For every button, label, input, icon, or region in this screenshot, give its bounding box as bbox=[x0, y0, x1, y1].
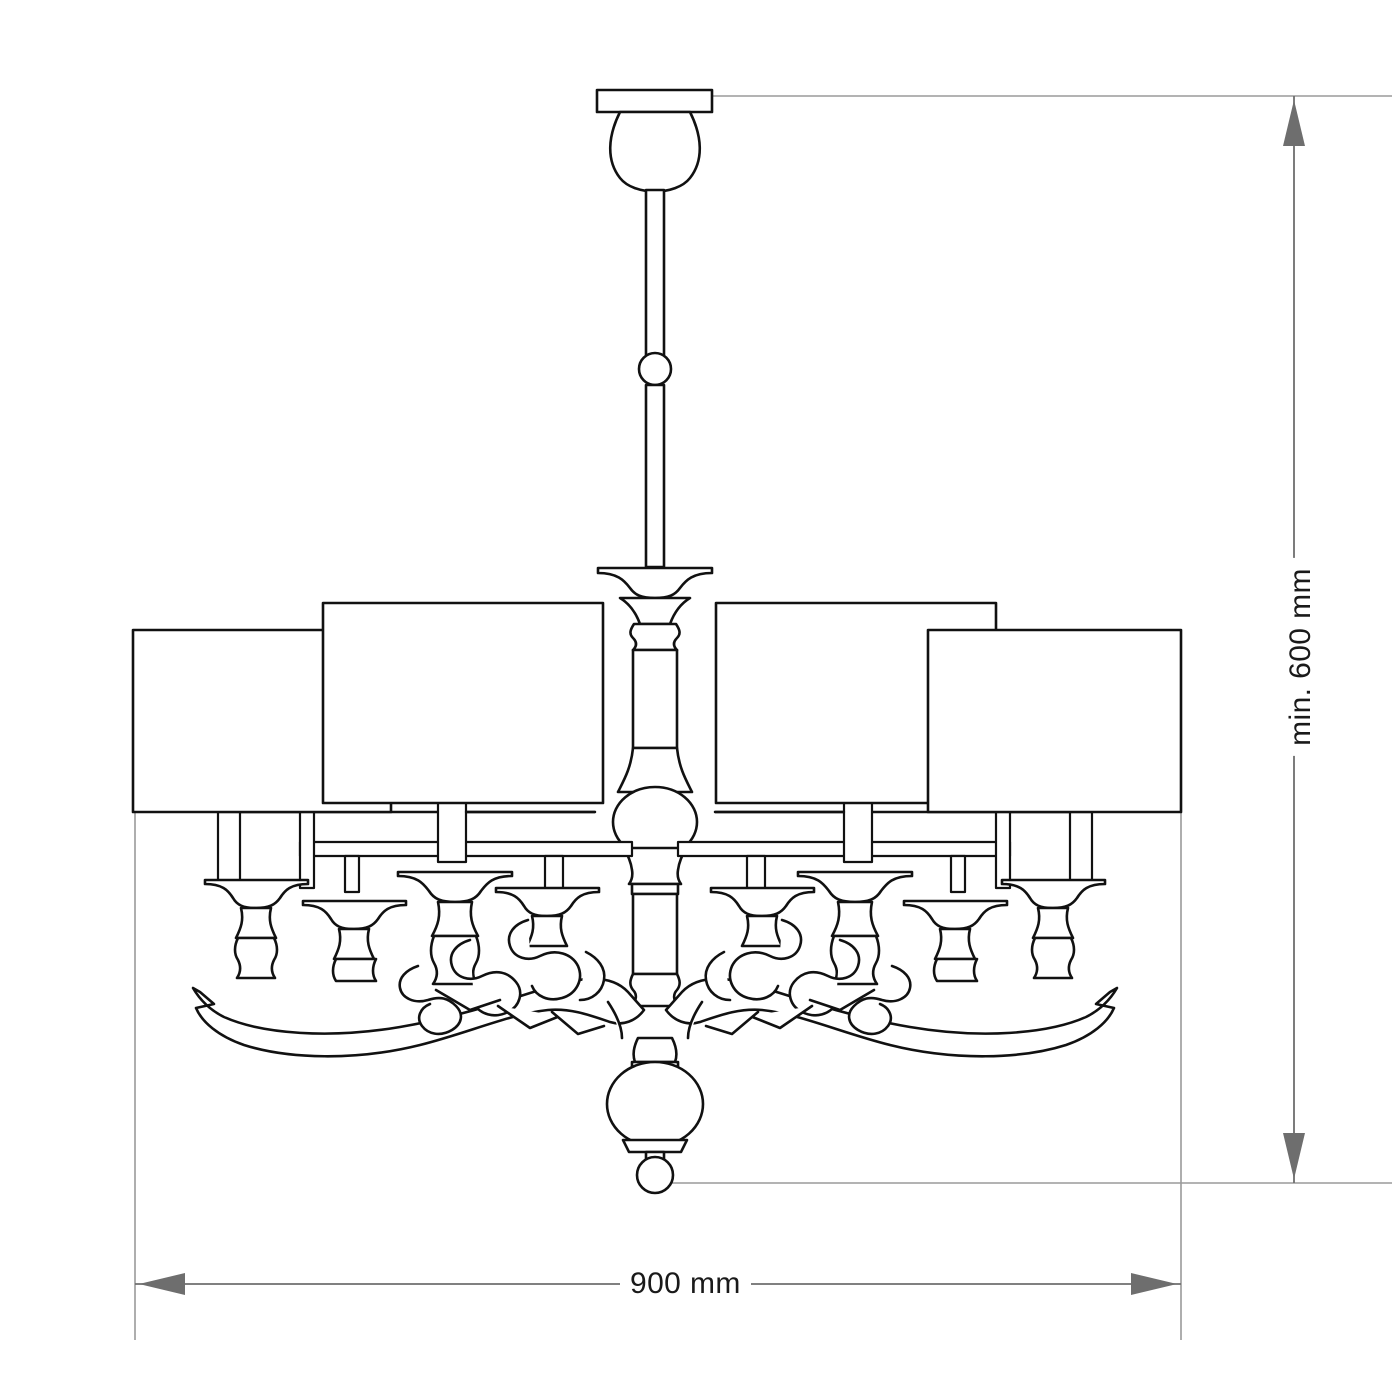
ceiling-mount-plate bbox=[595, 88, 714, 114]
scrolled-acanthus-arms bbox=[191, 918, 1119, 1058]
dimension-arrow-down bbox=[1283, 1133, 1305, 1179]
dimension-arrow-left bbox=[139, 1273, 185, 1295]
height-dimension-label: min. 600 mm bbox=[1284, 558, 1318, 756]
finial-ball bbox=[635, 1155, 675, 1195]
bottom-finial bbox=[605, 1036, 705, 1195]
shade-outer-right bbox=[926, 628, 1183, 814]
dimension-extension-lines bbox=[134, 95, 1392, 1340]
finial-sphere bbox=[605, 1060, 705, 1148]
suspension-rod bbox=[637, 188, 673, 569]
shade-inner-left bbox=[321, 601, 605, 805]
dimension-arrow-right bbox=[1131, 1273, 1177, 1295]
shade-support-structure bbox=[216, 798, 1094, 894]
upper-flared-dish bbox=[596, 566, 714, 626]
width-dimension-label: 900 mm bbox=[620, 1267, 751, 1301]
dimension-arrow-up bbox=[1283, 100, 1305, 146]
rectangular-lamp-shades bbox=[131, 601, 1183, 814]
central-baluster-column bbox=[611, 622, 699, 1008]
dome-canopy bbox=[608, 110, 702, 193]
